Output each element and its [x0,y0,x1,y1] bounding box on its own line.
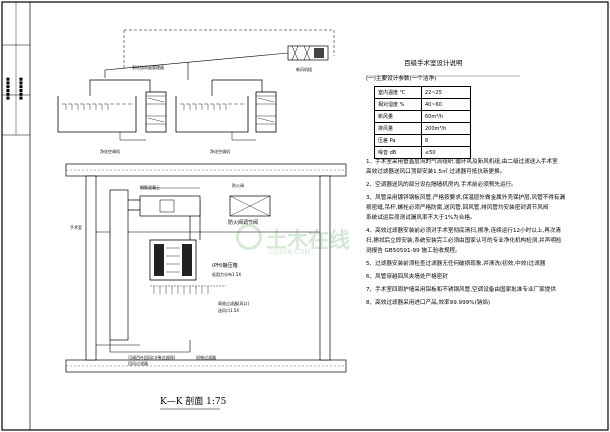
left-ahu [145,91,167,133]
note-item: 5、过滤器安装前须检查过滤器无任何破损现象,并清洗(初效,中效)过滤器 [366,261,546,267]
watermark-url: CO188.COM [268,248,311,256]
param-label: 新风量 [374,110,422,123]
label-supply-pipe: 到给送风量管理器 [132,65,164,70]
note-item: 2、空调器送风的部分设在隔墙机房内,手术前必须预先运行。 [366,182,517,188]
label-primary-filter: 初效过滤器 [196,355,216,360]
note-item: 3、风管采用镀锌钢板风管,严格按要求,保温层外做金属外壳保护层,风管不得有漏 [366,195,566,201]
param-label: 相对湿度 % [374,98,422,111]
label-fresh-air-unit: 新风机组 [296,67,312,72]
label-floor-grille: 可调百叶回风口(带过滤网) [128,355,176,360]
param-label: 室内温度 ℃ [374,86,422,99]
label-damper-title: 防火阀调节阀 [228,220,259,226]
param-value: 8 [421,134,471,147]
note-item: 7、手术室四周护墙采用铝板和不锈钢风管,空调设备由国家批准专业厂家提供 [366,287,556,293]
watermark: 土木在线 CO188.COM [236,222,386,258]
svg-text:■■■■■■: ■■■■■■ [5,77,10,100]
label-left-ahu: 净化空调机 [100,149,120,154]
param-label: 压差 Pa [374,134,422,147]
param-value: 22~25 [421,86,471,99]
param-value: ≤50 [421,146,471,159]
table-row: 噪音 dB≤50 [374,146,471,159]
section-drawing [65,163,347,410]
note-item: 4、高效过滤器安装前必须对手术室彻底清扫,擦净,连续运行12小时以上,再次清 [366,228,562,234]
label-plenum-sub: 低阻力分布1.5X [212,272,242,277]
param-label: 排风量 [374,122,422,135]
notes-heading: 百级手术室设计说明 [404,59,463,67]
note-item: 测报告 GB50591-99 施工验收规程。 [366,248,461,254]
label-return-filter: 回风过滤器 [128,361,148,366]
svg-text:■■■■■■: ■■■■■■ [18,77,23,100]
right-ahu [255,91,277,133]
note-item: 8、高效过滤器采用进口产品,效率99.999%(钠焰) [366,300,491,306]
table-row: 相对湿度 %40~60 [374,98,471,111]
note-item: 6、风管穿越回风夹墙处严格密封 [366,274,448,280]
param-value: 60m³/h [421,110,471,123]
label-duct-top: 钢筋混凝土 [140,185,160,190]
note-item: 扫,擦拭后立即安装,系统安装完工必须由国家认可的专业净化机构检测,并声明检 [366,238,562,244]
param-label: 噪音 dB [374,146,422,159]
label-supply-outlet: 送风口1.5X [218,308,240,313]
params-heading: (一)主要设计参数(一个洁净) [366,76,437,82]
watermark-logo-icon [236,224,262,250]
note-item: 系统试运后须测试漏风率不大于1%为合格。 [366,215,476,221]
label-right-ahu: 净化空调机 [210,149,230,154]
label-plenum-title: (PH)静压箱 [212,263,238,269]
note-item: 高效过滤器送风口顶部安装1.5㎡ 过滤器可抵抗新更换。 [366,169,506,175]
label-room: 手术室 [70,225,82,230]
param-value: 40~60 [421,98,471,111]
label-hepa-outlet: 高效过滤器(风口) [218,301,250,306]
ahu-schematic [57,29,335,141]
right-room-box [175,96,249,133]
param-value: 200m³/h [421,122,471,135]
note-item: 1、手术室采用垂直层流的气流组织,循环风及新风机组,由二级过滤送入手术室 [366,159,558,165]
left-room-box [57,96,137,133]
section-title: K—K 剖面 1:75 [160,397,227,407]
note-item: 损密缝,吊杆,螺栓必须严格防腐,送风管,回风管,排风管均安装密封调节风阀 [366,205,549,211]
watermark-text: 土木在线 [266,228,350,252]
label-fire-damper: 防火阀 [232,183,244,188]
